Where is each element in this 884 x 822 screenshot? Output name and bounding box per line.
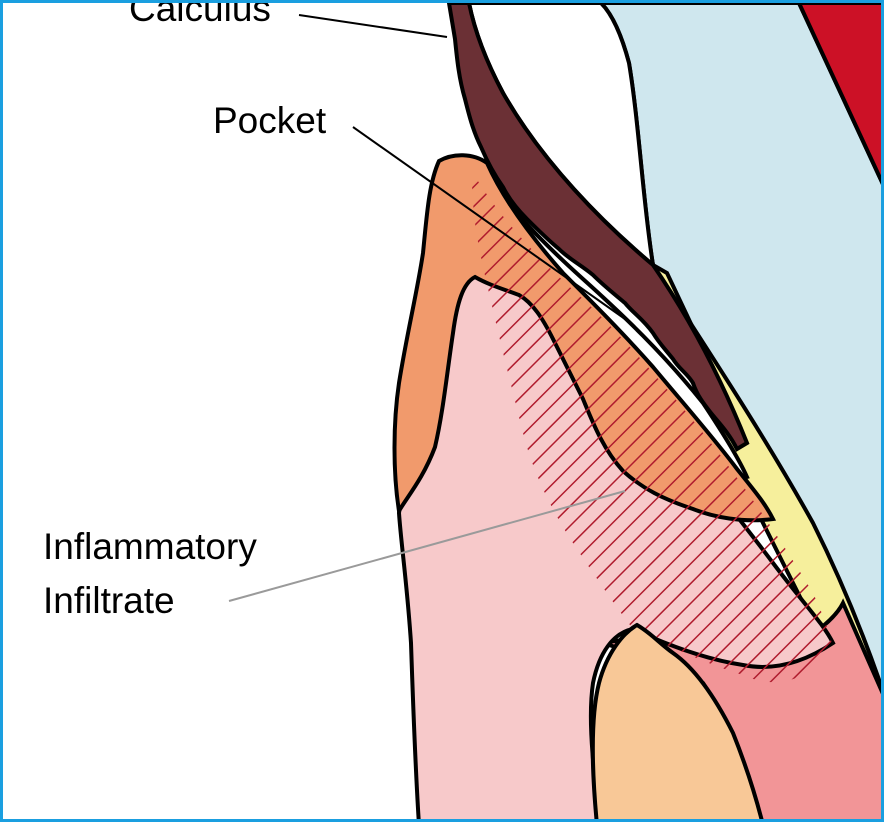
pocket-leader-line xyxy=(352,126,626,320)
inflammatory-infiltrate-label-line2: Infiltrate xyxy=(43,580,175,621)
calculus-label: Calculus xyxy=(129,0,271,29)
inflammatory-infiltrate-label-line1: Inflammatory xyxy=(43,526,257,567)
calculus-deposit xyxy=(446,3,750,452)
inflammatory-infiltrate-zone xyxy=(472,173,833,683)
alveolar-bone xyxy=(590,622,764,819)
tooth-pulp xyxy=(796,3,881,185)
pocket-label: Pocket xyxy=(213,100,327,141)
calculus-leader-line xyxy=(298,14,448,38)
infiltrate-leader-line xyxy=(228,490,626,602)
periodontal-pocket-diagram xyxy=(228,3,881,819)
